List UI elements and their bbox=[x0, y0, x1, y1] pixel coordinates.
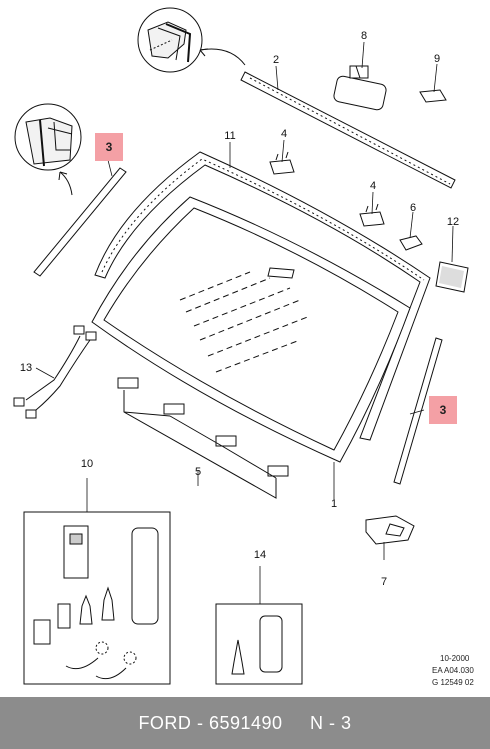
detail-circle-top bbox=[137, 7, 246, 73]
reference-code-ea: EA A04.030 bbox=[432, 666, 474, 675]
part-3-right-strip bbox=[393, 337, 443, 485]
part-7-sensor bbox=[365, 515, 415, 545]
part-13-wiring bbox=[13, 325, 97, 419]
footer-separator: - bbox=[191, 712, 209, 733]
reference-date: 10-2000 bbox=[440, 654, 470, 663]
callout-5: 5 bbox=[194, 466, 202, 478]
footer-gap bbox=[283, 713, 311, 734]
part-2-top-seal bbox=[240, 71, 456, 189]
part-9-pad bbox=[419, 89, 447, 103]
footer-brand: FORD bbox=[138, 712, 192, 733]
part-4-clip-b bbox=[359, 203, 385, 227]
part-5-blocks bbox=[117, 377, 289, 499]
callout-13: 13 bbox=[19, 362, 33, 374]
callout-7: 7 bbox=[380, 576, 388, 588]
part-4-clip-a bbox=[269, 151, 295, 175]
part-1-windshield bbox=[91, 196, 411, 463]
part-8-mirror bbox=[333, 65, 387, 111]
part-3-left-strip bbox=[33, 167, 127, 277]
callout-1: 1 bbox=[330, 498, 338, 510]
footer-callout-ref: N - 3 bbox=[310, 712, 352, 733]
part-14-kit bbox=[215, 603, 303, 685]
part-11-frame bbox=[94, 151, 431, 441]
callout-4b: 4 bbox=[369, 180, 377, 192]
callout-9: 9 bbox=[433, 53, 441, 65]
footer-part-number: 6591490 bbox=[208, 712, 283, 733]
part-10-kit bbox=[23, 511, 171, 685]
part-6-button bbox=[399, 235, 423, 251]
callout-14: 14 bbox=[253, 549, 267, 561]
callout-3-right-highlight: 3 bbox=[429, 396, 457, 424]
callout-4a: 4 bbox=[280, 128, 288, 140]
footer-bar: FORD - 6591490 N - 3 bbox=[0, 697, 490, 749]
callout-8: 8 bbox=[360, 30, 368, 42]
callout-11: 11 bbox=[224, 130, 236, 142]
callout-2: 2 bbox=[272, 54, 280, 66]
callout-10: 10 bbox=[80, 458, 94, 470]
callout-12: 12 bbox=[446, 216, 460, 228]
callout-3-left-highlight: 3 bbox=[95, 133, 123, 161]
callout-6: 6 bbox=[409, 202, 417, 214]
reference-code-g: G 12549 02 bbox=[432, 678, 474, 687]
parts-diagram bbox=[13, 7, 469, 685]
part-12-plate bbox=[435, 261, 469, 293]
detail-circle-left bbox=[14, 103, 82, 196]
leader-lines bbox=[35, 41, 454, 604]
